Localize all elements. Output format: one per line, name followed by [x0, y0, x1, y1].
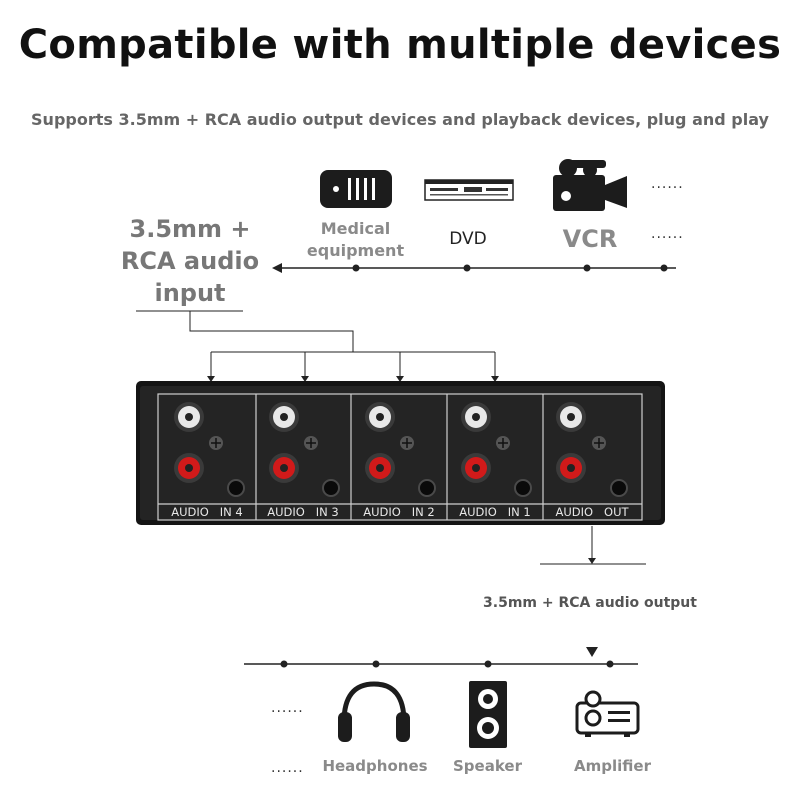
- device-name-vcr: VCR: [562, 225, 618, 253]
- device-name-amplifier: Amplifier: [574, 757, 651, 775]
- device-name-speaker: Speaker: [453, 757, 522, 775]
- more-output-devices-dots: ......: [271, 700, 304, 716]
- port-label-in4: AUDIO IN 4: [171, 505, 243, 519]
- page-subtitle: Supports 3.5mm + RCA audio output device…: [31, 110, 769, 129]
- port-label-in2: AUDIO IN 2: [363, 505, 435, 519]
- input-label-line: RCA audio: [120, 247, 260, 275]
- output-arrow-down: [586, 647, 598, 657]
- device-name-headphones: Headphones: [322, 757, 428, 775]
- port-label-in1: AUDIO IN 1: [459, 505, 531, 519]
- port-column-out: [556, 402, 628, 497]
- input-timeline: [272, 263, 676, 273]
- more-input-devices-dots: ......: [651, 176, 684, 192]
- input-label: 3.5mm + RCA audio input: [110, 213, 270, 309]
- port-column-in2: [365, 402, 436, 497]
- output-label: 3.5mm + RCA audio output: [483, 595, 697, 611]
- device-name-medical: Medical equipment: [306, 219, 405, 260]
- headphones-icon: [338, 681, 410, 742]
- medical-equipment-icon: [320, 170, 392, 208]
- input-label-line: input: [154, 279, 226, 307]
- device-name-dvd: DVD: [449, 229, 487, 249]
- port-label-in3: AUDIO IN 3: [267, 505, 339, 519]
- dvd-player-icon: [424, 179, 514, 201]
- amplifier-icon: [575, 690, 640, 737]
- port-labels: AUDIO IN 4 AUDIO IN 3 AUDIO IN 2 AUDIO I…: [171, 505, 629, 519]
- output-connector-lines: [540, 526, 646, 565]
- port-column-in1: [461, 402, 532, 497]
- page-title: Compatible with multiple devices: [18, 22, 782, 68]
- input-arrows: [207, 376, 499, 382]
- speaker-icon: [469, 681, 507, 748]
- input-label-line: 3.5mm +: [129, 215, 251, 243]
- port-label-out: AUDIO OUT: [555, 505, 629, 519]
- port-column-in4: [174, 402, 245, 497]
- output-arrow: [588, 558, 596, 564]
- input-connector-lines: [136, 310, 496, 378]
- more-input-devices-dots: ......: [651, 226, 684, 242]
- more-output-devices-dots: ......: [271, 760, 304, 776]
- port-column-in3: [269, 402, 340, 497]
- audio-switcher-device: [136, 381, 665, 525]
- output-timeline: [244, 660, 638, 668]
- video-camera-icon: [553, 159, 627, 211]
